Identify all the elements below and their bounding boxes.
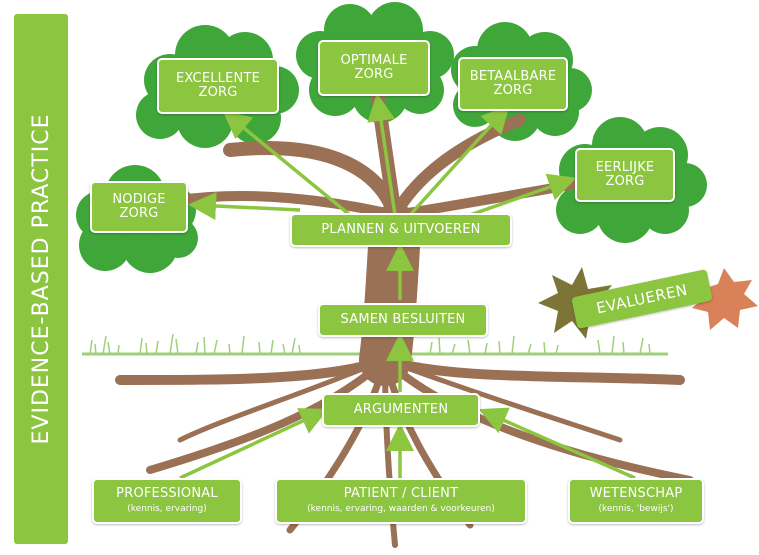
grass — [89, 333, 651, 355]
sidebar-title: EVIDENCE-BASED PRACTICE — [28, 113, 54, 445]
optimale-zorg-box: OPTIMALE ZORG — [318, 40, 430, 96]
plannen-uitvoeren-label: PLANNEN & UITVOEREN — [321, 221, 481, 237]
patient-client-label: PATIENT / CLIENT — [343, 486, 459, 502]
optimale-zorg-label: OPTIMALE ZORG — [340, 52, 408, 82]
professional-label: PROFESSIONAL — [116, 486, 218, 502]
patient-client-sub: (kennis, ervaring, waarden & voorkeuren) — [307, 503, 495, 514]
wetenschap-box: WETENSCHAP (kennis, 'bewijs') — [568, 478, 704, 524]
excellente-zorg-label: EXCELLENTE ZORG — [175, 70, 261, 100]
sidebar-banner: EVIDENCE-BASED PRACTICE — [14, 14, 68, 544]
nodige-zorg-label: NODIGE ZORG — [112, 191, 166, 221]
arrow-to-optimale — [367, 93, 397, 216]
eerlijke-zorg-label: EERLIJKE ZORG — [595, 159, 655, 189]
argumenten-box: ARGUMENTEN — [322, 393, 480, 427]
excellente-zorg-box: EXCELLENTE ZORG — [157, 58, 279, 114]
betaalbare-zorg-box: BETAALBARE ZORG — [458, 57, 568, 111]
betaalbare-zorg-label: BETAALBARE ZORG — [469, 68, 557, 98]
professional-box: PROFESSIONAL (kennis, ervaring) — [92, 478, 242, 524]
nodige-zorg-box: NODIGE ZORG — [90, 181, 188, 233]
wetenschap-label: WETENSCHAP — [589, 486, 683, 502]
samen-besluiten-box: SAMEN BESLUITEN — [318, 303, 488, 337]
leaf-orange — [692, 268, 758, 330]
eerlijke-zorg-box: EERLIJKE ZORG — [575, 148, 675, 202]
patient-client-box: PATIENT / CLIENT (kennis, ervaring, waar… — [275, 478, 527, 524]
arrow-to-excellente — [222, 110, 352, 217]
wetenschap-sub: (kennis, 'bewijs') — [598, 503, 674, 514]
samen-besluiten-label: SAMEN BESLUITEN — [340, 311, 466, 327]
arrow-to-eerlijke — [469, 173, 577, 217]
argumenten-label: ARGUMENTEN — [353, 401, 449, 417]
arrow-wetenschap-to-argumenten — [478, 407, 636, 480]
plannen-uitvoeren-box: PLANNEN & UITVOEREN — [290, 213, 512, 247]
arrow-professional-to-argumenten — [179, 408, 329, 480]
arrows — [179, 93, 636, 480]
arrow-to-betaalbare — [408, 104, 510, 217]
arrow-to-nodige — [188, 192, 301, 220]
professional-sub: (kennis, ervaring) — [127, 503, 207, 514]
